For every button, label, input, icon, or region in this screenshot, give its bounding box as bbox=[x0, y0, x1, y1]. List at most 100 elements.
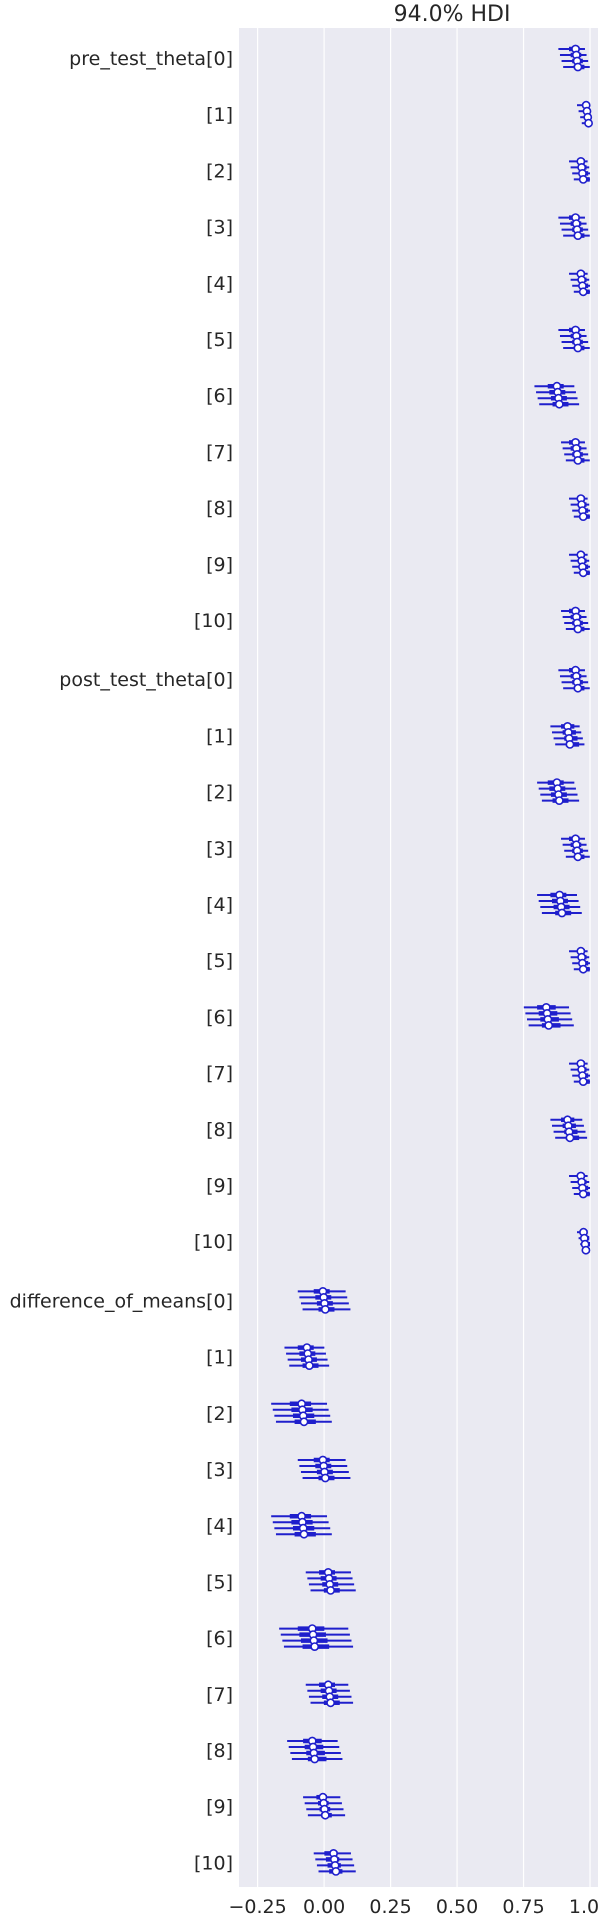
y-tick-label: [8] bbox=[206, 1119, 233, 1141]
forest-row bbox=[287, 1736, 343, 1764]
forest-row bbox=[271, 1399, 332, 1427]
y-tick-label: post_test_theta[0] bbox=[59, 669, 233, 691]
mean-point bbox=[578, 287, 588, 297]
x-tick-label: 1.00 bbox=[569, 1896, 600, 1918]
mean-point bbox=[584, 118, 593, 128]
mean-point bbox=[573, 231, 583, 240]
mean-point bbox=[573, 343, 583, 353]
forest-row bbox=[271, 1511, 332, 1539]
mean-point bbox=[578, 1189, 588, 1199]
y-tick-label: [9] bbox=[206, 554, 233, 576]
y-tick-label: [6] bbox=[206, 1006, 233, 1028]
y-tick-label: pre_test_theta[0] bbox=[69, 48, 233, 70]
mean-point bbox=[573, 455, 583, 465]
mean-point bbox=[326, 1586, 336, 1595]
x-tick-label: 0.00 bbox=[303, 1896, 345, 1918]
mean-point bbox=[310, 1754, 320, 1764]
x-tick-labels: −0.25 0.00 0.25 0.50 0.75 1.00 bbox=[228, 1896, 600, 1918]
y-tick-label: [3] bbox=[206, 1459, 233, 1481]
mean-point bbox=[581, 1245, 591, 1255]
x-tick-label: 0.75 bbox=[502, 1896, 544, 1918]
y-tick-label: [9] bbox=[206, 1175, 233, 1197]
y-tick-label: [3] bbox=[206, 838, 233, 860]
x-tick-label: 0.25 bbox=[369, 1896, 411, 1918]
forest-row bbox=[561, 834, 590, 862]
y-tick-label: [7] bbox=[206, 1684, 233, 1706]
mean-point bbox=[565, 1133, 575, 1143]
y-tick-label: [10] bbox=[194, 1231, 233, 1253]
forest-row bbox=[558, 665, 590, 693]
forest-row bbox=[305, 1568, 356, 1595]
y-tick-label: [6] bbox=[206, 1628, 233, 1650]
mean-point bbox=[578, 1077, 588, 1086]
mean-point bbox=[320, 1473, 330, 1483]
forest-row bbox=[569, 946, 591, 974]
forest-row bbox=[576, 1227, 591, 1255]
forest-row bbox=[576, 100, 593, 128]
y-tick-label: [2] bbox=[206, 1403, 233, 1425]
y-tick-label: difference_of_means[0] bbox=[10, 1290, 233, 1312]
forest-row bbox=[561, 606, 590, 634]
mean-point bbox=[320, 1305, 330, 1314]
forest-row bbox=[558, 325, 590, 353]
y-tick-label: [9] bbox=[206, 1796, 233, 1818]
mean-point bbox=[573, 683, 583, 693]
mean-point bbox=[544, 1021, 554, 1030]
mean-point bbox=[320, 1810, 330, 1820]
mean-point bbox=[565, 740, 575, 749]
forest-row bbox=[561, 437, 590, 465]
y-tick-label: [10] bbox=[194, 1852, 233, 1874]
forest-row bbox=[305, 1680, 354, 1708]
forest-row bbox=[303, 1792, 346, 1820]
mean-point bbox=[304, 1361, 314, 1370]
y-tick-label: [7] bbox=[206, 441, 233, 463]
forest-row bbox=[569, 269, 591, 297]
y-tick-label: [8] bbox=[206, 498, 233, 520]
mean-point bbox=[573, 852, 583, 862]
forest-row bbox=[550, 1115, 588, 1143]
forest-row bbox=[534, 381, 580, 409]
y-tick-label: [4] bbox=[206, 1515, 233, 1537]
x-tick-label: −0.25 bbox=[228, 1896, 286, 1918]
y-tick-label: [1] bbox=[206, 1347, 233, 1369]
mean-point bbox=[578, 512, 588, 521]
y-tick-label: [1] bbox=[206, 725, 233, 747]
chart-marks bbox=[271, 44, 593, 1876]
grid-lines bbox=[257, 28, 591, 1887]
forest-row bbox=[569, 156, 591, 184]
y-tick-label: [5] bbox=[206, 329, 233, 351]
mean-point bbox=[299, 1529, 309, 1539]
mean-point bbox=[331, 1867, 341, 1876]
y-tick-label: [3] bbox=[206, 217, 233, 239]
y-tick-label: [1] bbox=[206, 104, 233, 126]
y-tick-label: [7] bbox=[206, 1063, 233, 1085]
forest-row bbox=[550, 722, 585, 749]
mean-point bbox=[573, 624, 583, 634]
mean-point bbox=[578, 964, 588, 974]
y-tick-labels: pre_test_theta[0] [1] [2] [3] [4] [5] [6] [7] [8… bbox=[10, 48, 233, 1874]
y-tick-label: [8] bbox=[206, 1740, 233, 1762]
forest-row bbox=[523, 1003, 574, 1030]
forest-row bbox=[569, 550, 591, 578]
mean-point bbox=[554, 796, 564, 805]
mean-point bbox=[310, 1642, 320, 1651]
forest-row bbox=[297, 1455, 351, 1483]
forest-row bbox=[569, 494, 591, 521]
y-tick-label: [4] bbox=[206, 894, 233, 916]
mean-point bbox=[557, 908, 567, 918]
forest-row bbox=[297, 1287, 351, 1314]
y-tick-label: [2] bbox=[206, 782, 233, 804]
forest-row bbox=[558, 213, 590, 240]
y-tick-label: [2] bbox=[206, 160, 233, 182]
forest-row bbox=[558, 44, 590, 72]
mean-point bbox=[554, 399, 564, 409]
mean-point bbox=[578, 174, 588, 184]
forest-row bbox=[569, 1171, 591, 1199]
y-tick-label: [4] bbox=[206, 273, 233, 295]
y-tick-label: [5] bbox=[206, 950, 233, 972]
forest-row bbox=[284, 1343, 330, 1370]
mean-point bbox=[299, 1417, 309, 1427]
y-tick-label: [10] bbox=[194, 610, 233, 632]
x-tick-label: 0.50 bbox=[436, 1896, 478, 1918]
